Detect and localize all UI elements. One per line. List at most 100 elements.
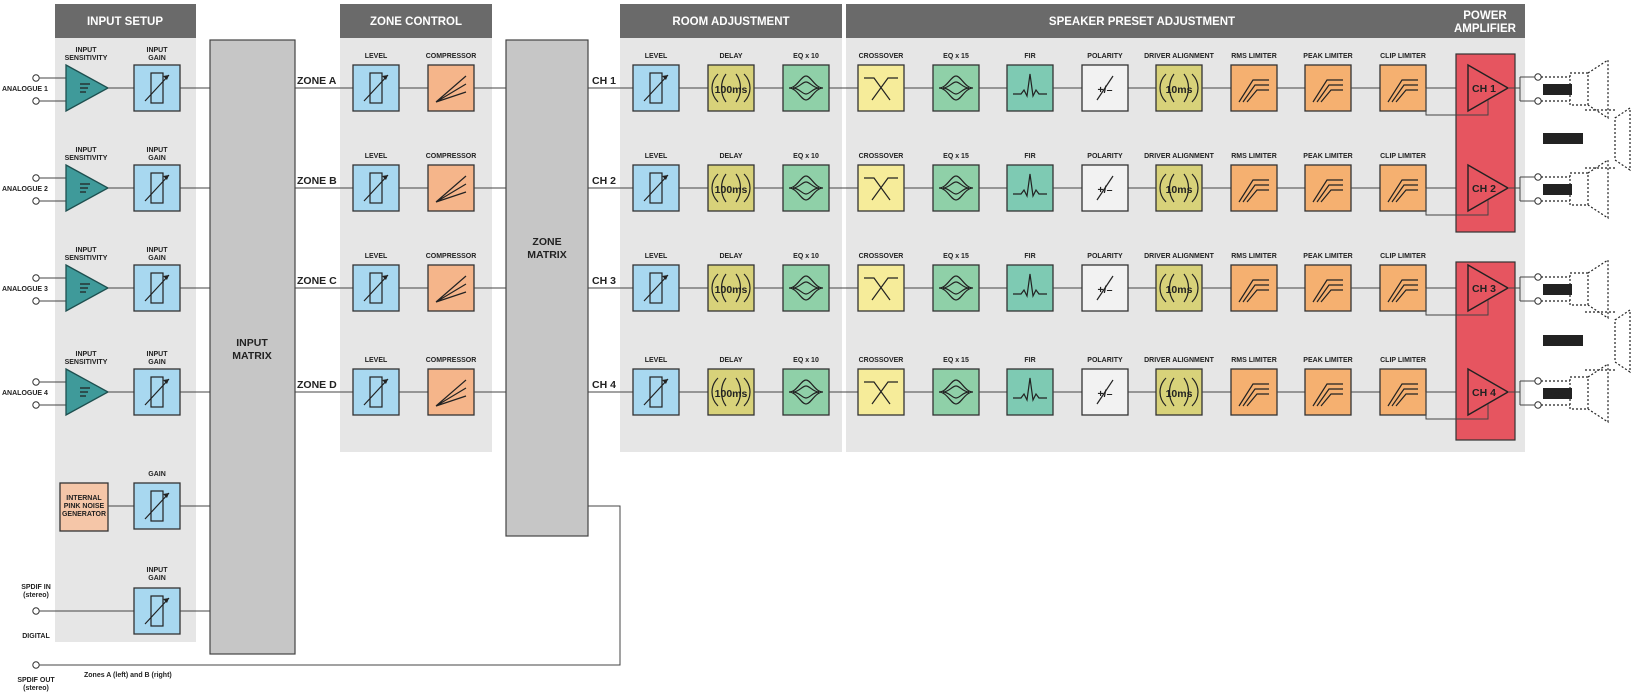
fader-arrow-icon bbox=[363, 378, 389, 406]
eq-curve-icon bbox=[938, 175, 974, 201]
rms-limiter-block-box bbox=[1230, 64, 1278, 112]
eq-curve-icon bbox=[788, 275, 824, 301]
zone-level-label: LEVEL bbox=[365, 53, 388, 60]
input-sensitivity-label: INPUT bbox=[76, 247, 98, 254]
limiter-curve-icon bbox=[1312, 179, 1343, 203]
input-setup-panel bbox=[55, 36, 196, 642]
arrow-head-icon bbox=[163, 493, 169, 498]
fir-impulse-icon bbox=[1013, 173, 1047, 199]
speaker-terminal bbox=[1534, 297, 1542, 305]
spdif-out-note: Zones A (left) and B (right) bbox=[84, 672, 172, 679]
amplifier-channel-label: CH 1 bbox=[1472, 83, 1496, 95]
peak-limiter-block bbox=[1304, 264, 1352, 312]
limiter-curve-icon bbox=[1312, 79, 1343, 103]
fir-label: FIR bbox=[1024, 253, 1035, 260]
fader-icon bbox=[649, 376, 663, 408]
fir-label: FIR bbox=[1024, 357, 1035, 364]
eq15-label: EQ x 15 bbox=[943, 153, 969, 160]
horn-speaker-icon bbox=[1585, 308, 1631, 374]
room-level-block bbox=[632, 264, 680, 312]
impedance-badge bbox=[1543, 184, 1572, 195]
eq-curve-icon bbox=[938, 275, 974, 301]
room-adjustment-header bbox=[620, 4, 842, 38]
fir-block bbox=[1006, 368, 1054, 416]
polarity-slash-icon bbox=[1096, 379, 1114, 405]
fir-block-box bbox=[1006, 164, 1054, 212]
driver-alignment-block-box bbox=[1155, 164, 1203, 212]
driver-alignment-block: 10ms bbox=[1155, 164, 1203, 212]
limiter-curve-icon bbox=[1387, 79, 1418, 103]
crossover-block bbox=[857, 164, 905, 212]
crossover-icon bbox=[864, 277, 898, 301]
amplifier-block-3-4 bbox=[1455, 261, 1516, 441]
amp-feedback-wire bbox=[1425, 188, 1489, 216]
arrow-head-icon bbox=[163, 275, 169, 280]
clip-limiter-block bbox=[1379, 164, 1427, 212]
driver-alignment-block: 10ms bbox=[1155, 264, 1203, 312]
input-gain-label: GAIN bbox=[148, 359, 166, 366]
alignment-value: 10ms bbox=[1166, 388, 1193, 400]
speaker-terminal bbox=[1534, 97, 1542, 105]
input-gain-label: GAIN bbox=[148, 255, 166, 262]
polarity-label: POLARITY bbox=[1087, 253, 1123, 260]
arrow-head-icon bbox=[163, 379, 169, 384]
arrow-head-icon bbox=[662, 75, 668, 80]
fir-impulse-icon bbox=[1013, 73, 1047, 99]
crossover-label: CROSSOVER bbox=[859, 357, 904, 364]
fir-impulse-icon bbox=[1013, 377, 1047, 403]
voltage-label: 70/100V bbox=[1550, 339, 1576, 346]
fir-block-box bbox=[1006, 64, 1054, 112]
fader-icon bbox=[649, 272, 663, 304]
crossover-icon bbox=[864, 381, 898, 405]
driver-alignment-block-box bbox=[1155, 64, 1203, 112]
eq15-block bbox=[932, 264, 980, 312]
fir-block-box bbox=[1006, 264, 1054, 312]
room-delay-block-box bbox=[707, 368, 755, 416]
fader-arrow-icon bbox=[363, 274, 389, 302]
clip-limiter-block-box bbox=[1379, 368, 1427, 416]
clip-limiter-block-box bbox=[1379, 164, 1427, 212]
input-terminal bbox=[32, 401, 40, 409]
fader-icon bbox=[649, 172, 663, 204]
rms-limiter-block-box bbox=[1230, 164, 1278, 212]
amplifier-triangle-icon bbox=[1467, 263, 1510, 313]
room-delay-block: 100ms bbox=[707, 264, 755, 312]
room-level-label: LEVEL bbox=[645, 253, 668, 260]
eq-curve-icon bbox=[788, 75, 824, 101]
zone-level-label: LEVEL bbox=[365, 357, 388, 364]
voltage-badge bbox=[1543, 335, 1583, 346]
driver-alignment-block: 10ms bbox=[1155, 64, 1203, 112]
pink-noise-gain-label: GAIN bbox=[148, 471, 166, 478]
impedance-badge bbox=[1543, 84, 1572, 95]
peak-limiter-label: PEAK LIMITER bbox=[1303, 253, 1352, 260]
driver-alignment-label: DRIVER ALIGNMENT bbox=[1144, 153, 1214, 160]
input-sensitivity-label: INPUT bbox=[76, 351, 98, 358]
input-name-label: ANALOGUE 3 bbox=[2, 286, 48, 293]
delay-wave-icon bbox=[1159, 73, 1199, 103]
alignment-value: 10ms bbox=[1166, 84, 1193, 96]
room-level-block bbox=[632, 368, 680, 416]
input-sensitivity-label: SENSITIVITY bbox=[65, 255, 108, 262]
crossover-block bbox=[857, 264, 905, 312]
channel-label: CH 3 bbox=[592, 275, 616, 287]
rms-limiter-block bbox=[1230, 64, 1278, 112]
input-terminal bbox=[32, 97, 40, 105]
room-delay-label: DELAY bbox=[719, 53, 742, 60]
impedance-badge bbox=[1543, 284, 1572, 295]
zone-level-label: LEVEL bbox=[365, 253, 388, 260]
arrow-head-icon bbox=[662, 175, 668, 180]
eq-curve-icon bbox=[938, 75, 974, 101]
crossover-label: CROSSOVER bbox=[859, 253, 904, 260]
spdif-in-label: (stereo) bbox=[23, 592, 49, 599]
polarity-label: POLARITY bbox=[1087, 53, 1123, 60]
delay-value: 100ms bbox=[715, 184, 748, 196]
zone-label: ZONE C bbox=[297, 275, 337, 287]
speaker-terminal bbox=[1534, 73, 1542, 81]
crossover-label: CROSSOVER bbox=[859, 153, 904, 160]
zone-matrix-label-2: MATRIX bbox=[527, 249, 566, 261]
eq15-label: EQ x 15 bbox=[943, 253, 969, 260]
sensitivity-bars-icon bbox=[80, 183, 90, 193]
power-amplifier-title-line1: POWER bbox=[1463, 10, 1507, 22]
limiter-curve-icon bbox=[1387, 279, 1418, 303]
clip-limiter-label: CLIP LIMITER bbox=[1380, 253, 1426, 260]
